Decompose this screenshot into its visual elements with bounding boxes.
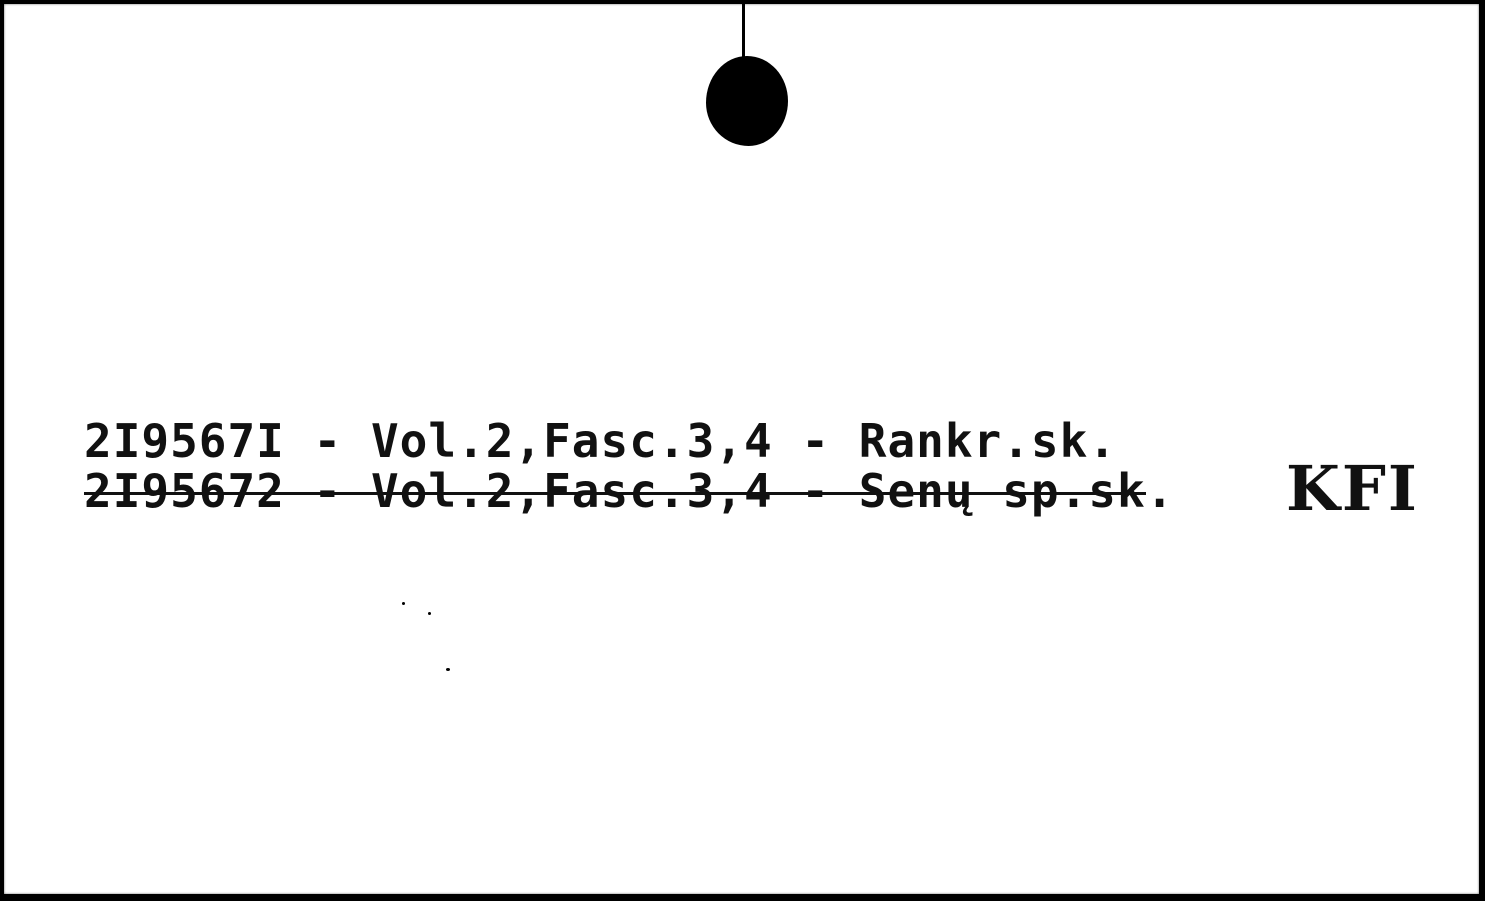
catalog-card: 2I9567I - Vol.2,Fasc.3,4 - Rankr.sk. 2I9…: [4, 4, 1479, 894]
stamp-kfi: KFI: [1286, 452, 1419, 525]
catalog-entry-2: 2I95672 - Vol.2,Fasc.3,4 - Senų sp.sk.: [84, 464, 1174, 518]
entry-tail: .: [1145, 464, 1175, 518]
struck-entry-text: 2I95672 - Vol.2,Fasc.3,4 - Senų sp.sk: [84, 464, 1146, 518]
catalog-entry-1: 2I9567I - Vol.2,Fasc.3,4 - Rankr.sk.: [84, 414, 1117, 468]
punch-hole: [706, 56, 788, 146]
speck: [428, 612, 431, 615]
speck: [446, 668, 450, 671]
punch-slit: [742, 4, 745, 60]
speck: [402, 602, 405, 605]
